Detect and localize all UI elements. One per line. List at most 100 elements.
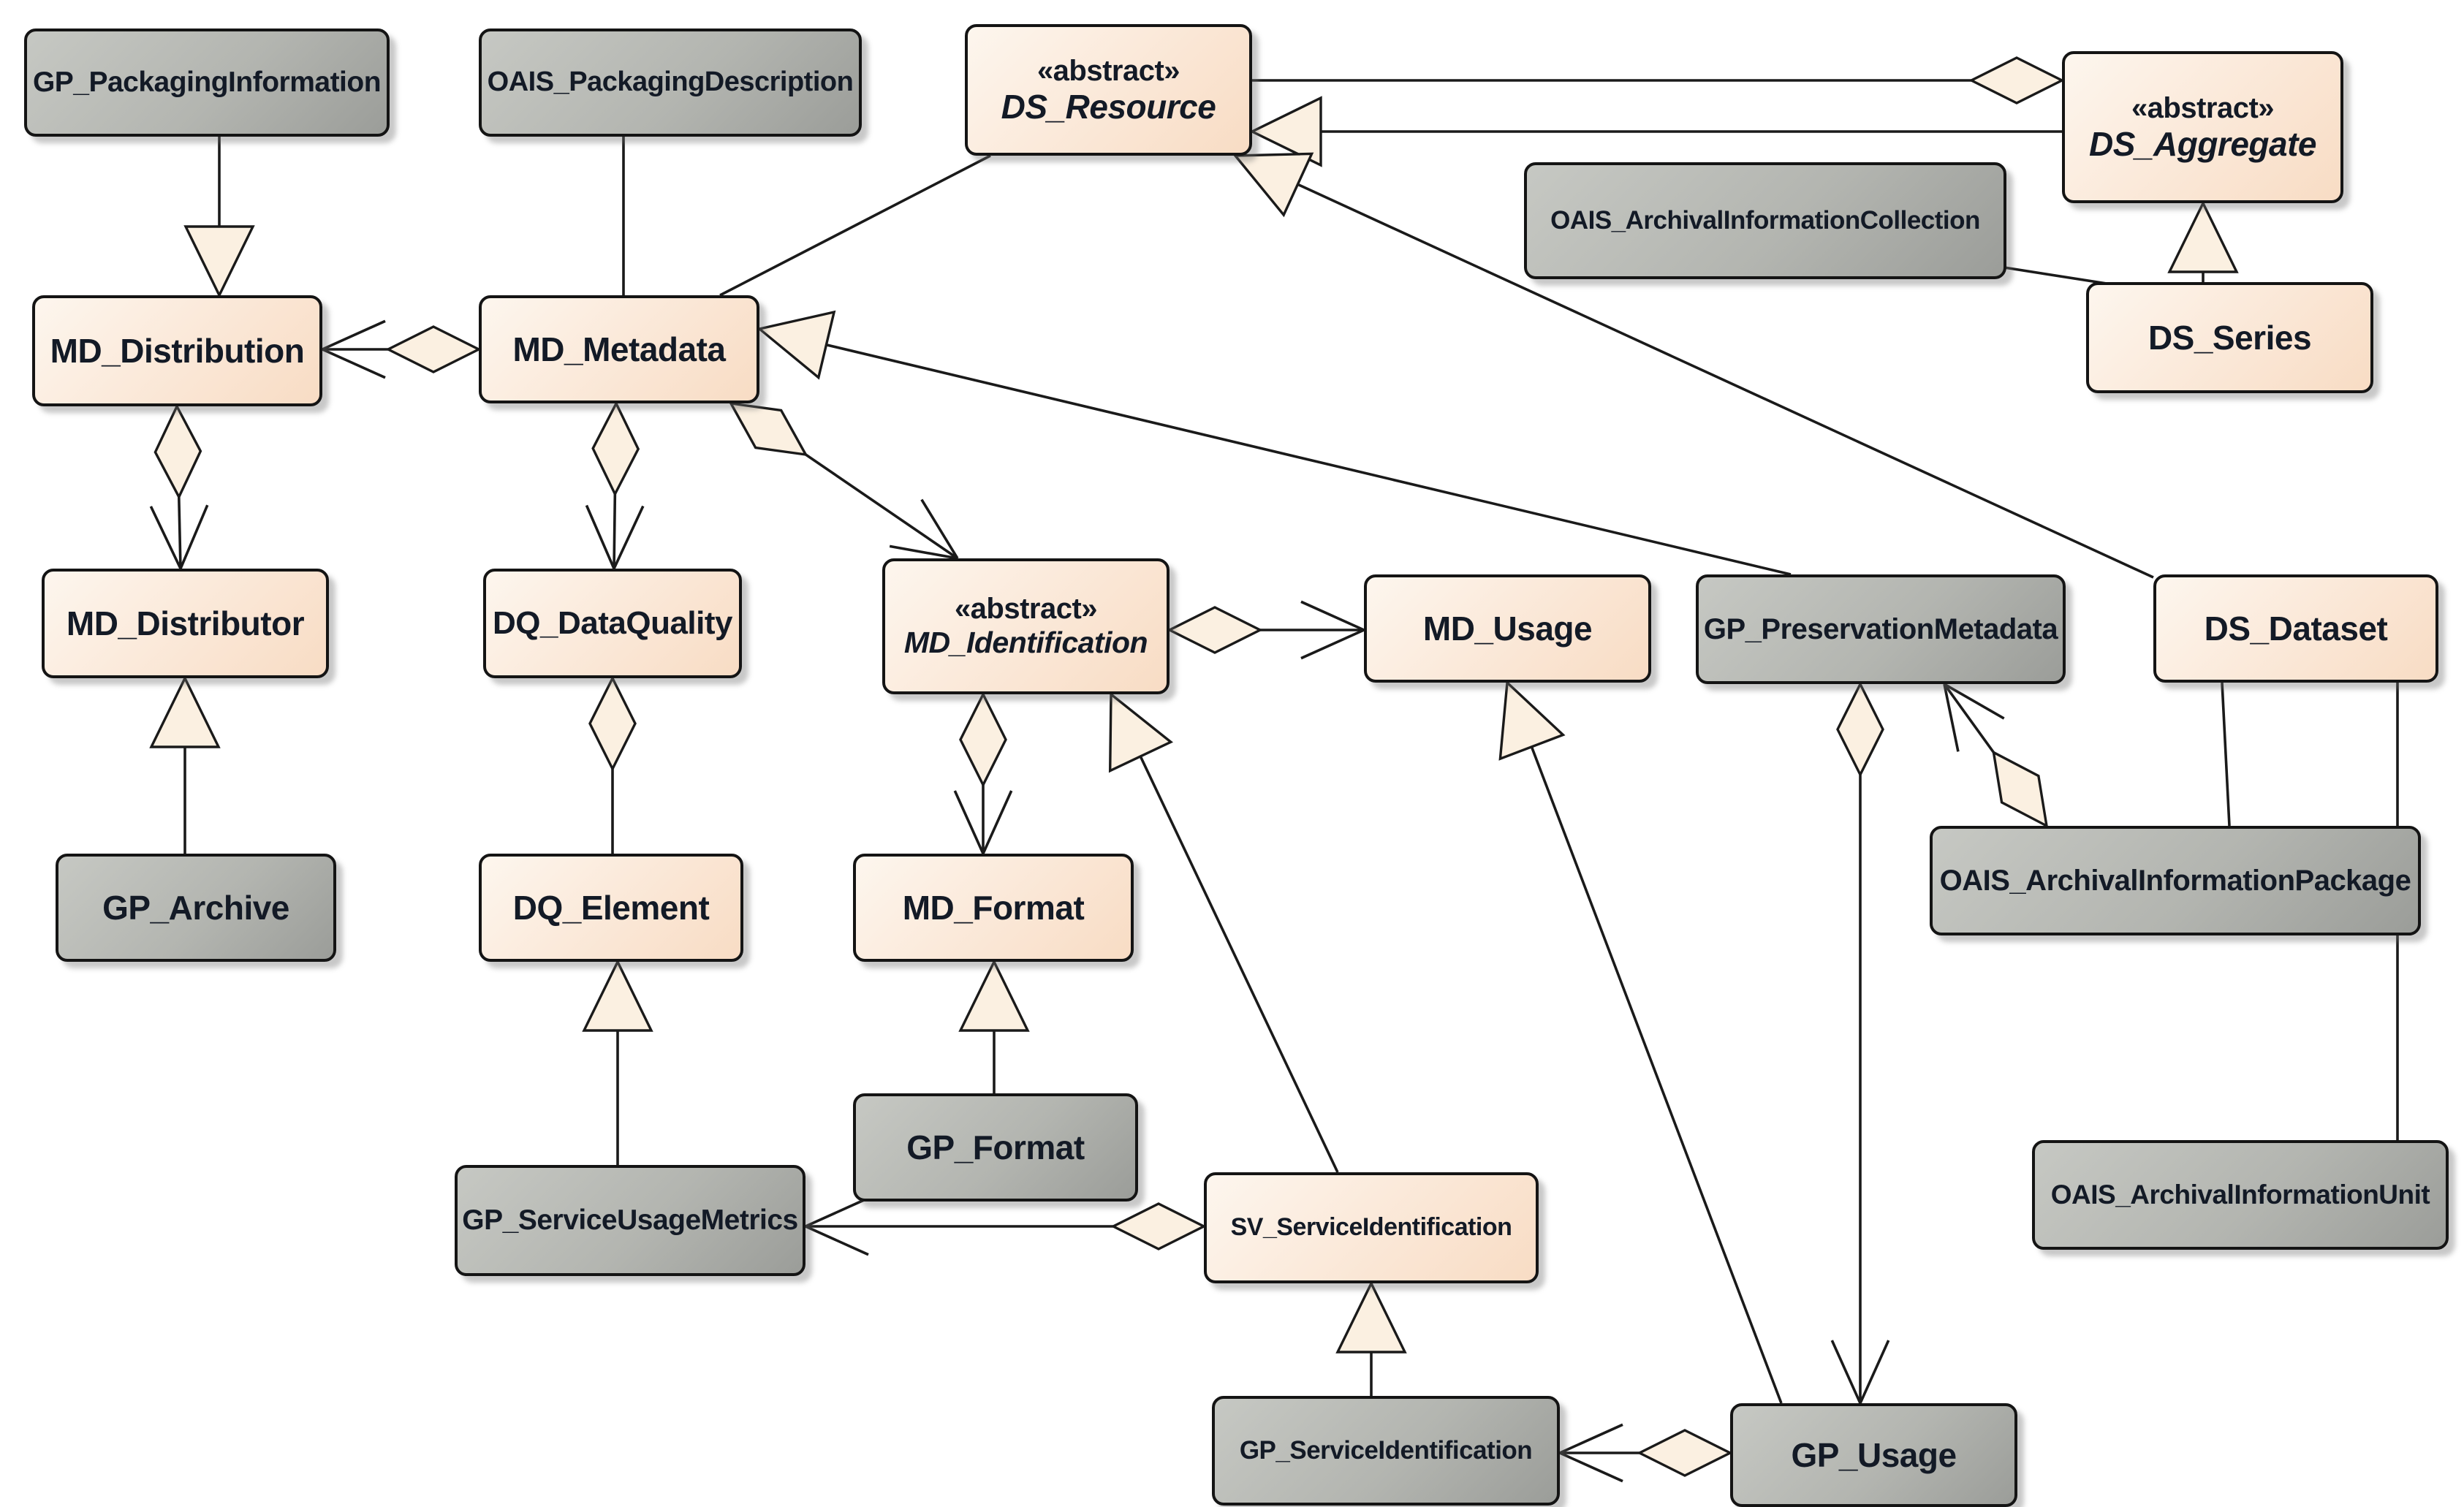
class-box-ds-series[interactable]: DS_Series: [2086, 282, 2373, 393]
gp-serviceidentification--sv-serviceidentification-triangle-icon: [1335, 1280, 1407, 1354]
class-box-oais-packagingdescription[interactable]: OAIS_PackagingDescription: [479, 29, 862, 137]
class-name-label: OAIS_ArchivalInformationPackage: [1939, 865, 2411, 897]
md-metadata--md-identification-diamond-icon: [728, 401, 808, 457]
class-box-gp-format[interactable]: GP_Format: [853, 1093, 1138, 1202]
gp-packaginginformation--md-distribution-triangle-icon: [183, 225, 255, 298]
md-metadata--dq-dataquality-arrowhead-icon: [585, 504, 615, 569]
md-identification--md-format-arrowhead-icon: [953, 790, 985, 854]
md-metadata--dq-dataquality: [613, 403, 618, 569]
class-name-label: MD_Metadata: [512, 330, 726, 368]
gp-preservationmetadata--md-metadata-triangle-icon: [757, 310, 836, 380]
oais-archivalinformationpackage--gp-preservationmetadata-arrowhead-icon: [1943, 683, 1960, 752]
sv-serviceidentification--md-identification-triangle-icon: [1108, 691, 1174, 773]
class-name-label: GP_Usage: [1791, 1435, 1957, 1474]
class-box-oais-archivalinformationcollection[interactable]: OAIS_ArchivalInformationCollection: [1524, 162, 2006, 279]
class-name-label: MD_Format: [902, 888, 1085, 927]
md-identification--md-usage-arrowhead-icon: [1300, 629, 1365, 660]
class-name-label: DS_Aggregate: [2089, 124, 2316, 163]
class-box-dq-dataquality[interactable]: DQ_DataQuality: [483, 569, 742, 678]
md-metadata--md-distribution-diamond-icon: [385, 325, 482, 373]
class-box-md-metadata[interactable]: MD_Metadata: [479, 295, 759, 403]
md-distribution--md-distributor-diamond-icon: [153, 403, 202, 500]
gp-usage--md-usage: [1506, 682, 1783, 1404]
md-identification--md-format-arrowhead-icon: [982, 790, 1013, 854]
class-box-ds-dataset[interactable]: DS_Dataset: [2153, 574, 2438, 683]
md-identification--md-usage-arrowhead-icon: [1300, 600, 1365, 631]
class-name-label: GP_ServiceUsageMetrics: [462, 1204, 798, 1236]
class-box-gp-serviceusagemetrics[interactable]: GP_ServiceUsageMetrics: [455, 1165, 805, 1276]
stereotype-label: «abstract»: [954, 593, 1098, 626]
class-name-label: GP_Archive: [102, 888, 289, 927]
class-box-md-usage[interactable]: MD_Usage: [1364, 574, 1651, 683]
md-metadata--md-identification-arrowhead-icon: [889, 544, 958, 560]
gp-format--md-format-triangle-icon: [958, 959, 1030, 1032]
md-distribution--md-distributor: [175, 406, 182, 569]
class-box-ds-aggregate[interactable]: «abstract»DS_Aggregate: [2062, 51, 2343, 203]
class-box-oais-archivalinformationpackage[interactable]: OAIS_ArchivalInformationPackage: [1930, 826, 2421, 935]
ds-dataset--ds-resource-triangle-icon: [1232, 152, 1314, 218]
class-box-gp-packaginginformation[interactable]: GP_PackagingInformation: [24, 29, 390, 137]
oais-archivalinformationpackage--gp-preservationmetadata-diamond-icon: [1992, 750, 2049, 829]
class-name-label: GP_Format: [906, 1128, 1085, 1166]
gp-preservationmetadata--md-metadata: [759, 327, 1792, 576]
md-metadata--md-identification-arrowhead-icon: [920, 498, 959, 559]
sv-serviceidentification--gp-serviceusagemetrics-arrowhead-icon: [805, 1196, 869, 1228]
class-name-label: DQ_DataQuality: [493, 604, 732, 641]
ds-resource--ds-aggregate-aggregation-diamond-icon: [1968, 56, 2065, 105]
stereotype-label: «abstract»: [2131, 91, 2275, 124]
oais-archivalinformationpackage--gp-preservationmetadata: [1943, 683, 2048, 827]
md-identification--md-usage-diamond-icon: [1167, 606, 1263, 654]
class-name-label: OAIS_PackagingDescription: [487, 67, 854, 98]
class-name-label: MD_Distribution: [50, 331, 305, 370]
gp-preservationmetadata--gp-usage-diamond-icon: [1836, 681, 1884, 778]
class-box-ds-resource[interactable]: «abstract»DS_Resource: [965, 24, 1252, 156]
class-box-gp-serviceidentification[interactable]: GP_ServiceIdentification: [1212, 1396, 1560, 1506]
class-name-label: DS_Resource: [1001, 87, 1216, 126]
class-name-label: MD_Identification: [903, 626, 1148, 660]
class-box-md-format[interactable]: MD_Format: [853, 854, 1134, 962]
class-name-label: DS_Series: [2148, 318, 2312, 357]
gp-usage--md-usage-triangle-icon: [1498, 680, 1566, 761]
stereotype-label: «abstract»: [1036, 54, 1180, 87]
class-name-label: DS_Dataset: [2204, 609, 2388, 648]
class-name-label: GP_PreservationMetadata: [1703, 613, 2058, 645]
class-name-label: GP_ServiceIdentification: [1239, 1435, 1533, 1465]
ds-dataset--oais-archivalinformationpackage: [2221, 682, 2231, 827]
md-metadata--ds-resource: [719, 154, 991, 297]
gp-usage--gp-serviceidentification-arrowhead-icon: [1559, 1423, 1623, 1454]
class-box-sv-serviceidentification[interactable]: SV_ServiceIdentification: [1204, 1172, 1539, 1283]
class-name-label: SV_ServiceIdentification: [1230, 1213, 1512, 1242]
md-metadata--md-distribution-arrowhead-icon: [322, 348, 386, 379]
gp-archive--md-distributor-triangle-icon: [149, 675, 221, 748]
class-box-oais-archivalinformationunit[interactable]: OAIS_ArchivalInformationUnit: [2032, 1140, 2449, 1250]
md-metadata--md-distribution-arrowhead-icon: [322, 319, 386, 351]
class-name-label: MD_Usage: [1422, 609, 1593, 648]
gp-usage--gp-serviceidentification-diamond-icon: [1637, 1429, 1733, 1477]
md-metadata--dq-dataquality-diamond-icon: [591, 401, 640, 497]
md-identification--md-format-diamond-icon: [959, 691, 1007, 788]
class-name-label: GP_PackagingInformation: [32, 66, 382, 98]
ds-series--ds-aggregate-triangle-icon: [2167, 200, 2239, 273]
sv-serviceidentification--gp-serviceusagemetrics-arrowhead-icon: [805, 1225, 869, 1256]
class-name-label: OAIS_ArchivalInformationUnit: [2050, 1179, 2430, 1210]
class-box-gp-usage[interactable]: GP_Usage: [1730, 1403, 2017, 1507]
class-box-gp-preservationmetadata[interactable]: GP_PreservationMetadata: [1696, 574, 2066, 684]
md-distribution--md-distributor-arrowhead-icon: [149, 506, 182, 569]
class-box-md-distributor[interactable]: MD_Distributor: [42, 569, 329, 678]
sv-serviceidentification--gp-serviceusagemetrics-diamond-icon: [1110, 1202, 1207, 1250]
class-name-label: DQ_Element: [512, 888, 710, 927]
md-metadata--dq-dataquality-arrowhead-icon: [613, 505, 645, 569]
class-box-md-distribution[interactable]: MD_Distribution: [32, 295, 322, 406]
gp-preservationmetadata--gp-usage-arrowhead-icon: [1830, 1340, 1862, 1404]
oais-archivalinformationpackage--gp-preservationmetadata-arrowhead-icon: [1944, 683, 2005, 720]
gp-usage--gp-serviceidentification-arrowhead-icon: [1559, 1451, 1623, 1483]
class-box-md-identification[interactable]: «abstract»MD_Identification: [882, 558, 1170, 694]
dq-dataquality--dq-element-diamond-icon: [588, 675, 637, 772]
class-box-dq-element[interactable]: DQ_Element: [479, 854, 743, 962]
class-name-label: OAIS_ArchivalInformationCollection: [1550, 205, 1980, 235]
md-metadata--md-identification: [729, 402, 959, 560]
ds-aggregate--ds-resource-generalization-triangle-icon: [1249, 96, 1322, 167]
class-box-gp-archive[interactable]: GP_Archive: [56, 854, 336, 962]
sv-serviceidentification--md-identification: [1110, 694, 1339, 1173]
